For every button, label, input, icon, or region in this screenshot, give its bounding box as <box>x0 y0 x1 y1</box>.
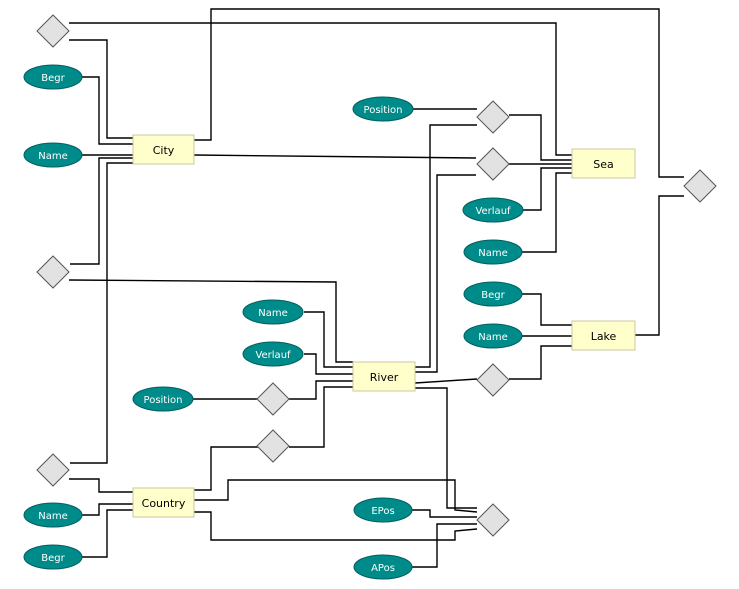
relationship-diamond[interactable] <box>476 100 510 134</box>
attribute-label: Name <box>478 248 508 259</box>
edge-river-verlauf <box>304 353 353 375</box>
edge-river-d2a <box>415 124 477 368</box>
edge-country-d10a <box>194 479 478 513</box>
attribute-city-name[interactable]: Name <box>23 142 83 168</box>
entity-sea-label: Sea <box>593 158 614 171</box>
relationships <box>36 14 717 537</box>
attribute-country-name[interactable]: Name <box>23 502 83 528</box>
attribute-river-name[interactable]: Name <box>242 299 304 325</box>
edge-river-name <box>304 311 353 368</box>
relationship-diamond[interactable] <box>36 255 70 289</box>
edge-city-d8 <box>70 162 133 464</box>
attribute-city-begr[interactable]: Begr <box>23 64 83 90</box>
edge-city-d3 <box>193 154 477 159</box>
attribute-apos[interactable]: APos <box>353 554 413 580</box>
attribute-label: Name <box>258 308 288 319</box>
edge-lake-d4 <box>635 195 684 336</box>
entity-city[interactable]: City <box>132 134 195 165</box>
relationship-diamond[interactable] <box>476 147 510 181</box>
relationship-diamond[interactable] <box>683 169 717 203</box>
edge-lake-begr <box>522 293 572 326</box>
edge-river-d6 <box>414 378 478 384</box>
edge-city-begr <box>82 76 133 145</box>
relationship-diamond[interactable] <box>476 503 510 537</box>
entities: City Sea Lake River Country <box>132 134 636 518</box>
relationship-diamond[interactable] <box>256 429 290 463</box>
edge-river-d9 <box>289 386 353 448</box>
attribute-lake-begr[interactable]: Begr <box>463 281 523 307</box>
attribute-label: Begr <box>41 553 65 564</box>
attribute-label: Name <box>38 511 68 522</box>
attribute-label: Position <box>364 105 403 116</box>
attribute-lake-name[interactable]: Name <box>463 323 523 349</box>
attribute-label: APos <box>371 563 395 574</box>
attribute-label: Name <box>478 332 508 343</box>
entity-lake[interactable]: Lake <box>571 320 636 351</box>
edge-d8-country <box>69 478 133 493</box>
attribute-epos[interactable]: EPos <box>353 497 413 523</box>
edge-country-d9 <box>194 446 258 491</box>
edge-d2-sea <box>509 114 572 161</box>
entity-city-label: City <box>153 144 175 157</box>
entity-country[interactable]: Country <box>132 487 195 518</box>
attribute-label: Name <box>38 151 68 162</box>
edge-river-d3 <box>415 174 476 373</box>
attribute-sea-verlauf[interactable]: Verlauf <box>462 197 524 223</box>
edge-country-name <box>82 503 133 516</box>
attribute-sea-position[interactable]: Position <box>352 96 414 122</box>
edge-d5-river <box>68 279 353 363</box>
edge-river-d10 <box>415 387 477 509</box>
entity-lake-label: Lake <box>591 330 617 343</box>
edge-city-d5 <box>70 157 133 265</box>
edge-d1-sea <box>69 22 572 156</box>
edge-sea-name <box>514 172 572 253</box>
entity-sea[interactable]: Sea <box>571 148 636 179</box>
edge-city-d4 <box>194 8 684 178</box>
relationship-diamond[interactable] <box>36 14 70 48</box>
attribute-label: Begr <box>41 73 65 84</box>
attribute-sea-name[interactable]: Name <box>463 239 523 265</box>
edge-d1-city <box>69 39 133 139</box>
entity-river-label: River <box>370 371 399 384</box>
attribute-river-position[interactable]: Position <box>132 386 194 412</box>
attribute-label: Begr <box>481 290 505 301</box>
entity-river[interactable]: River <box>352 361 416 392</box>
connector-lines <box>68 8 684 568</box>
attributes: Begr Name Position Verlauf Name Begr Nam… <box>23 64 524 580</box>
attribute-label: EPos <box>371 506 394 517</box>
edge-epos <box>412 509 477 518</box>
attribute-label: Verlauf <box>475 206 511 217</box>
edge-apos <box>412 523 477 568</box>
relationship-diamond[interactable] <box>256 382 290 416</box>
edge-sea-verlauf <box>514 167 572 211</box>
edge-d7-river <box>289 380 353 400</box>
attribute-country-begr[interactable]: Begr <box>23 544 83 570</box>
edge-country-d10b <box>194 511 478 541</box>
attribute-river-verlauf[interactable]: Verlauf <box>242 341 304 367</box>
relationship-diamond[interactable] <box>476 363 510 397</box>
entity-country-label: Country <box>142 497 186 510</box>
attribute-label: Verlauf <box>255 350 291 361</box>
edge-country-begr <box>82 509 133 558</box>
relationship-diamond[interactable] <box>36 453 70 487</box>
attribute-label: Position <box>144 395 183 406</box>
edge-d6-lake <box>509 345 572 380</box>
